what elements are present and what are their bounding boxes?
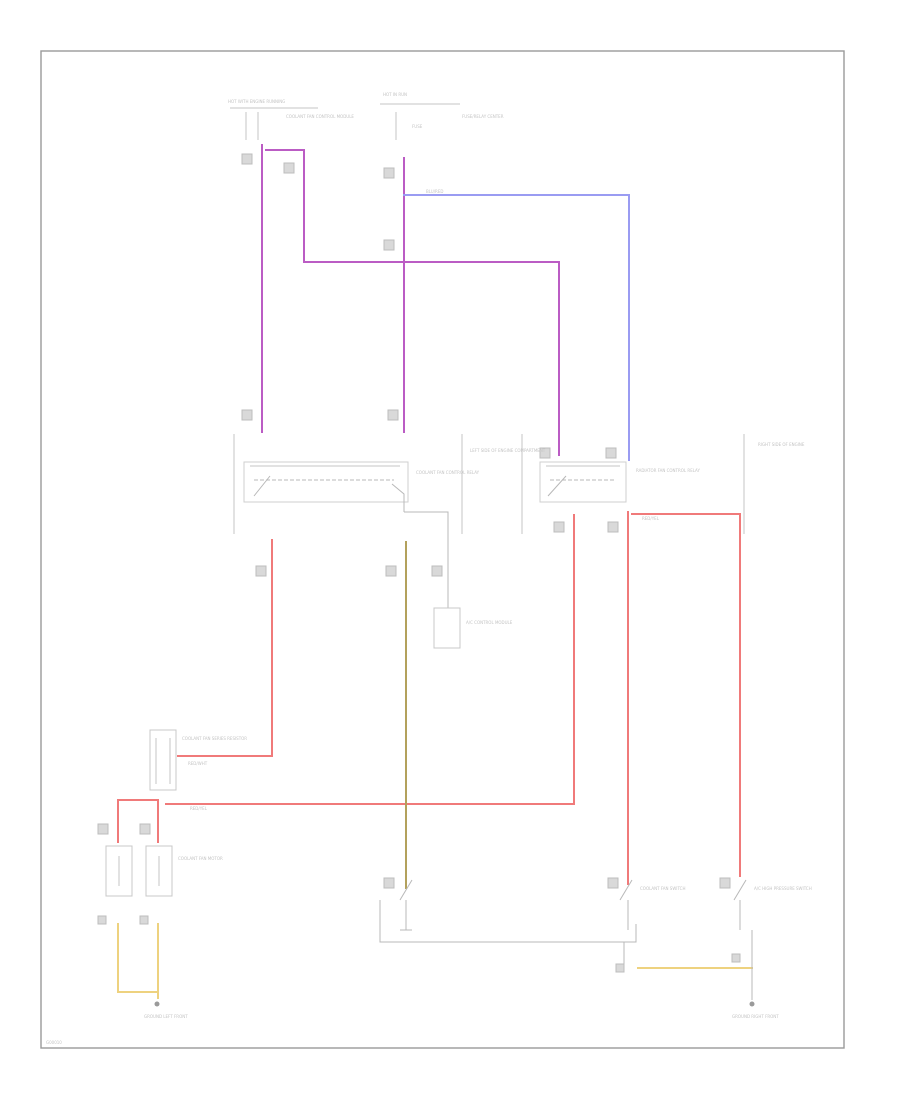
fan-motor-right: COOLANT FAN MOTOR — [145, 845, 223, 897]
relay-left: COOLANT FAN CONTROL RELAY LEFT SIDE OF E… — [233, 434, 546, 534]
relay-right: RADIATOR FAN CONTROL RELAY RIGHT SIDE OF… — [521, 434, 805, 534]
top-mid-sub-label: FUSE — [412, 124, 423, 129]
relay-left-side: LEFT SIDE OF ENGINE COMPARTMENT — [470, 448, 546, 453]
ground-right: GROUND RIGHT FRONT — [732, 1001, 779, 1019]
ground-right-label: GROUND RIGHT FRONT — [732, 1014, 779, 1019]
diagram-footer-code: G00010 — [46, 1040, 62, 1045]
top-left-connector: HOT WITH ENGINE RUNNING COOLANT FAN CONT… — [228, 99, 354, 140]
wire-gray-ac-module — [404, 511, 449, 612]
switch-ac-pressure: A/C HIGH PRESSURE SWITCH — [733, 879, 812, 930]
wire-label-blu-red: BLU/RED — [426, 189, 443, 194]
wire-red-fan-split — [117, 799, 159, 843]
top-mid-connector: HOT IN RUN FUSE FUSE/RELAY CENTER — [380, 92, 504, 140]
relay-right-name: RADIATOR FAN CONTROL RELAY — [636, 468, 700, 473]
series-resistor-label: COOLANT FAN SERIES RESISTOR — [182, 736, 247, 741]
fan-motor-left — [105, 845, 133, 897]
wire-gray-right-ground — [623, 930, 753, 1000]
diagram-frame — [40, 50, 845, 1049]
wire-red-left — [177, 539, 273, 757]
wire-light-blue — [403, 194, 630, 461]
relay-left-name: COOLANT FAN CONTROL RELAY — [416, 470, 480, 475]
ac-control-module-label: A/C CONTROL MODULE — [466, 620, 513, 625]
top-mid-text-block: FUSE/RELAY CENTER — [462, 114, 504, 119]
wire-red-fan-bus — [165, 514, 575, 805]
switch-ac-pressure-label: A/C HIGH PRESSURE SWITCH — [754, 886, 812, 891]
switch-coolant: COOLANT FAN SWITCH — [619, 879, 685, 930]
pin-labels — [97, 153, 741, 973]
wire-red-right-b — [631, 513, 741, 877]
fan-motor-label: COOLANT FAN MOTOR — [178, 856, 223, 861]
wire-label-red-yel: RED/YEL — [190, 806, 208, 811]
wire-gray-switch-bus — [379, 900, 637, 943]
top-left-header-label: HOT WITH ENGINE RUNNING — [228, 99, 285, 104]
wire-yellow-left — [117, 923, 159, 999]
series-resistor: COOLANT FAN SERIES RESISTOR — [149, 729, 247, 791]
top-mid-header-label: HOT IN RUN — [383, 92, 407, 97]
wire-label-red-right: RED/YEL — [642, 516, 660, 521]
wire-label-red-wht: RED/WHT — [188, 761, 208, 766]
relay-right-side: RIGHT SIDE OF ENGINE — [758, 442, 805, 447]
switch-center — [399, 879, 413, 931]
top-left-sub-label: COOLANT FAN CONTROL MODULE — [286, 114, 354, 119]
ground-left-label: GROUND LEFT FRONT — [144, 1014, 188, 1019]
ground-left: GROUND LEFT FRONT — [144, 1001, 188, 1019]
ac-control-module: A/C CONTROL MODULE — [433, 607, 513, 649]
switch-coolant-label: COOLANT FAN SWITCH — [640, 886, 685, 891]
wire-purple-jumper — [265, 149, 560, 456]
